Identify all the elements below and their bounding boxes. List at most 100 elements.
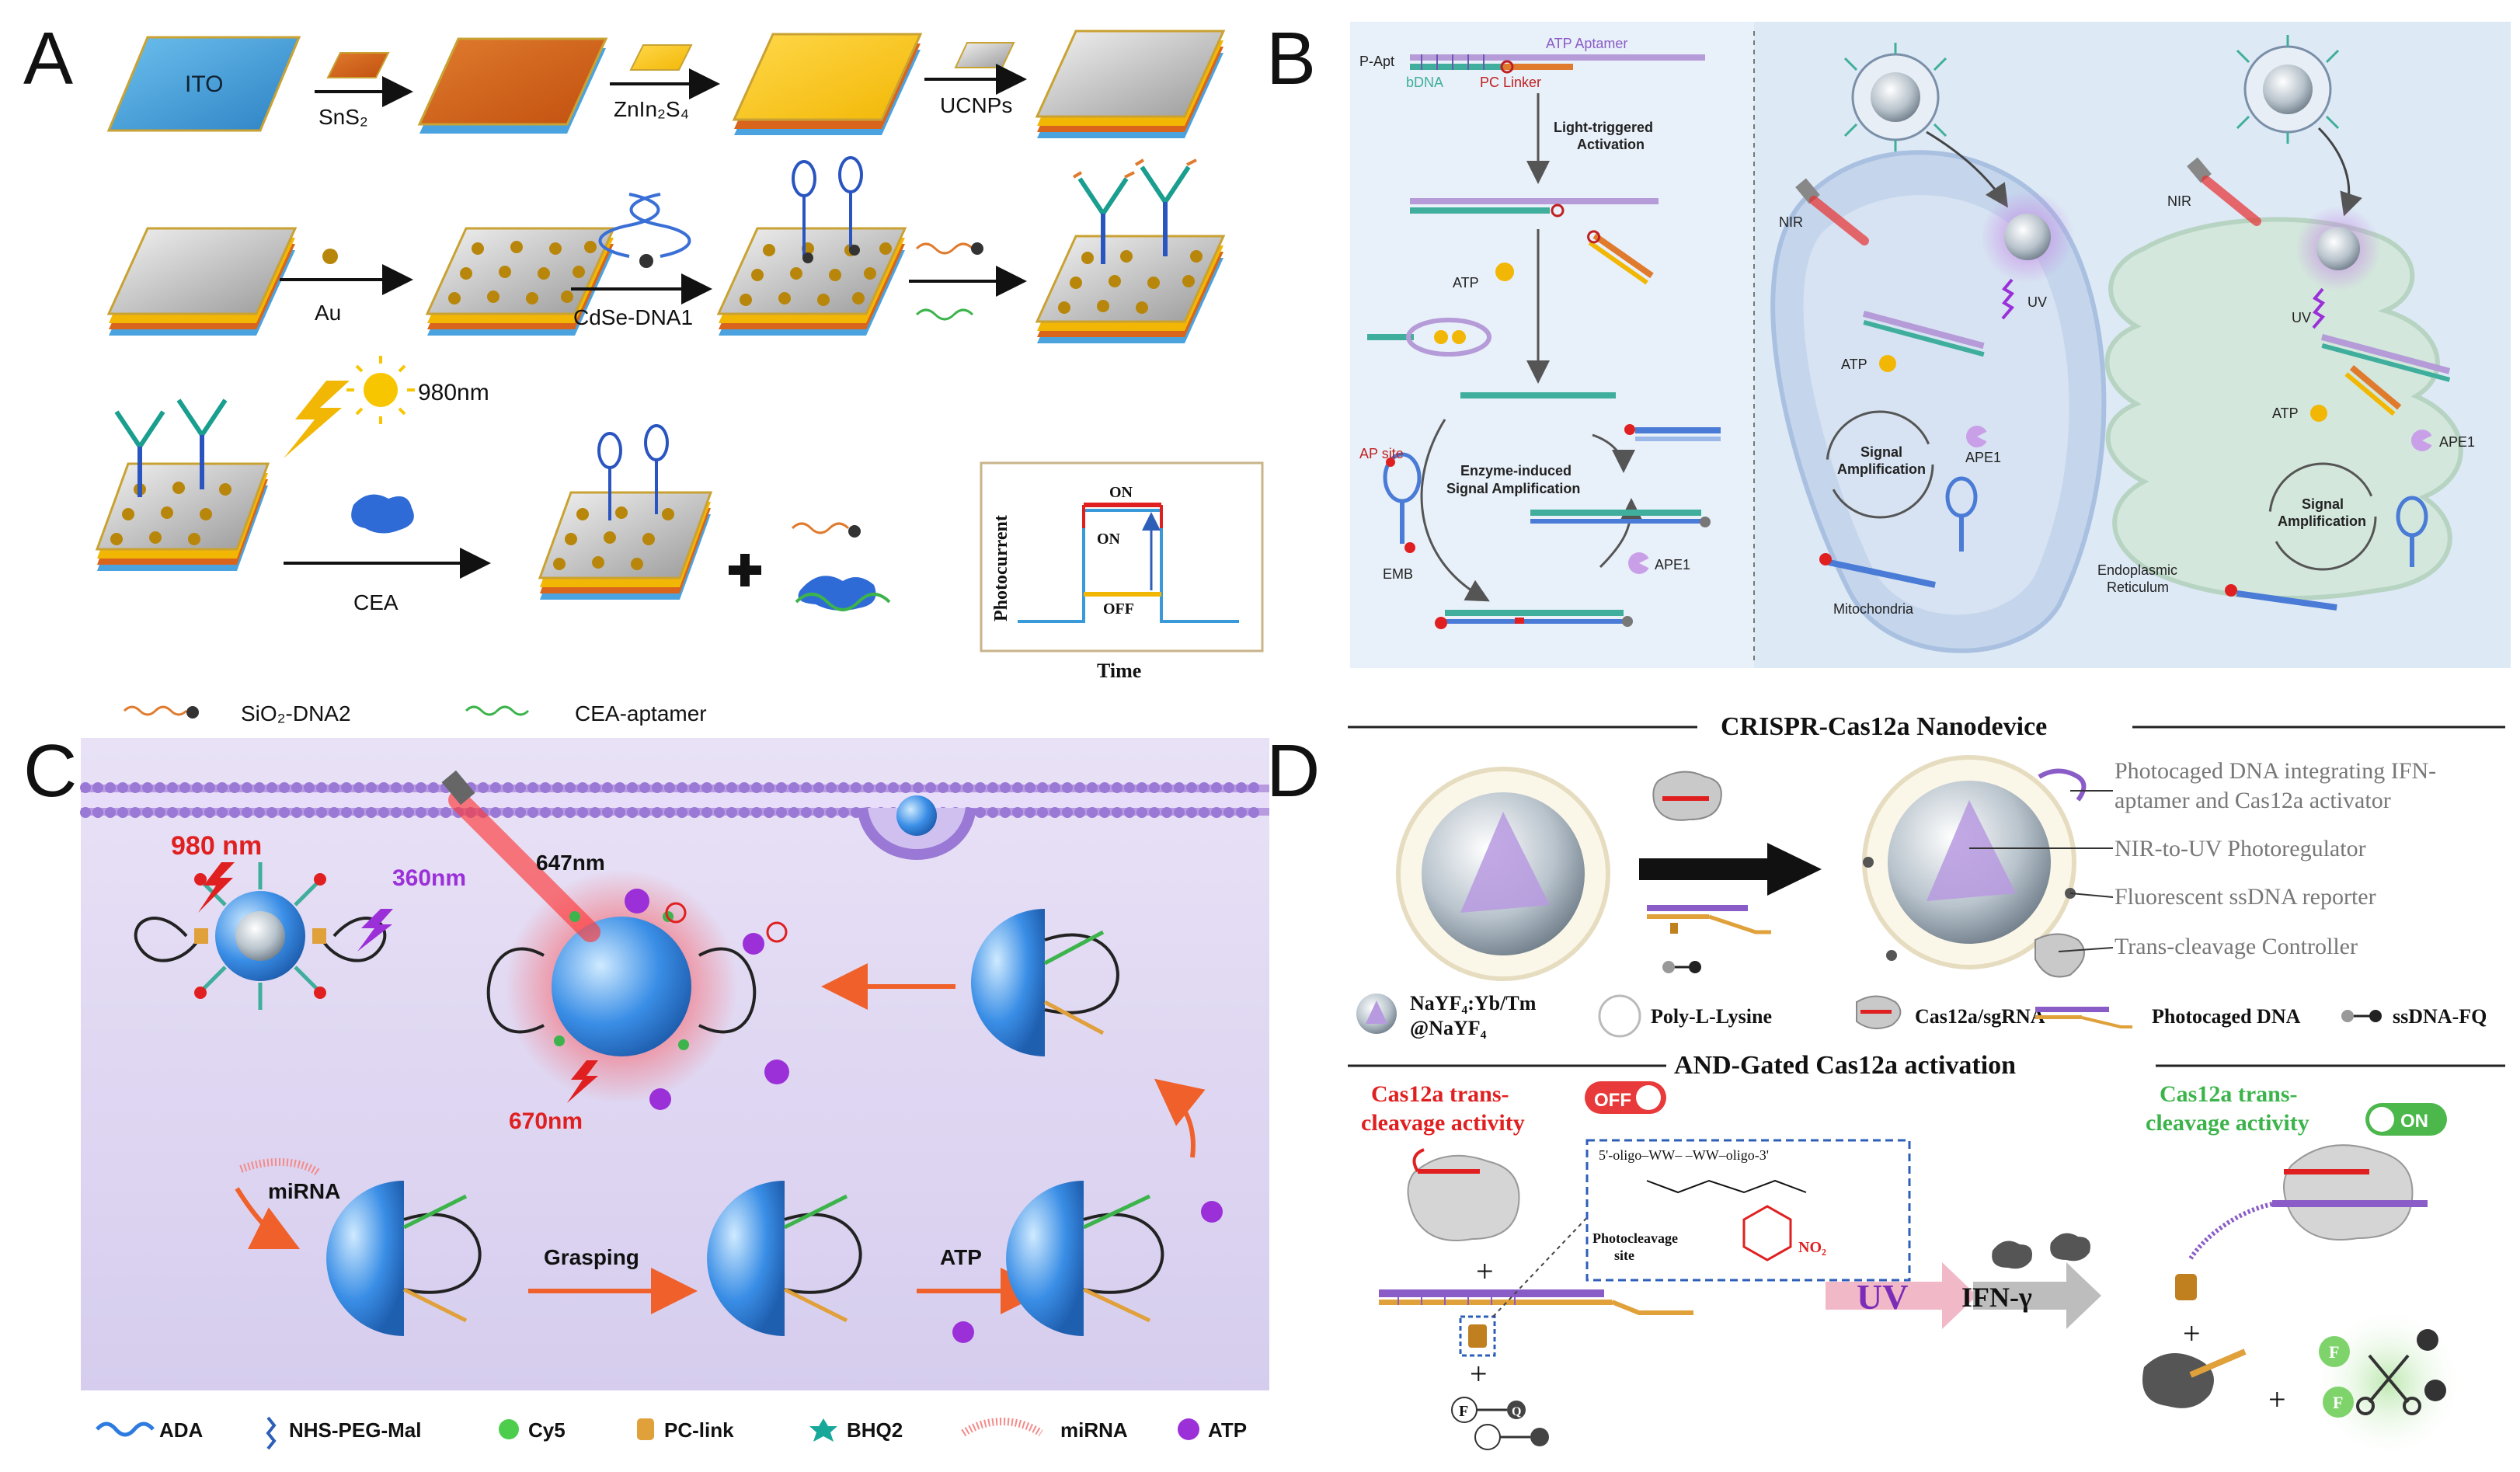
membrane-bead xyxy=(80,807,91,818)
membrane-bead xyxy=(179,782,190,793)
membrane-bead xyxy=(838,782,849,793)
degraded-complex xyxy=(2142,1348,2247,1408)
cas12a-protein-off xyxy=(1407,1148,1520,1241)
ape1-label-b: APE1 xyxy=(1965,450,2001,465)
membrane-bead xyxy=(266,807,277,818)
membrane-bead xyxy=(266,782,277,793)
on-toggle[interactable]: ON xyxy=(2365,1103,2447,1136)
membrane-bead xyxy=(813,782,824,793)
endocytosis-pit xyxy=(857,795,976,860)
cas12a-protein-on xyxy=(2188,1144,2428,1260)
membrane-bead xyxy=(1223,782,1234,793)
title-and-gated: AND-Gated Cas12a activation xyxy=(1674,1051,2016,1080)
membrane-bead xyxy=(1248,782,1259,793)
membrane-bead xyxy=(577,782,588,793)
membrane-bead xyxy=(155,807,165,818)
membrane-bead xyxy=(913,782,924,793)
ucnp-core-right xyxy=(1862,755,2087,978)
membrane-bead xyxy=(478,782,489,793)
nir-label-2: NIR xyxy=(2167,193,2191,209)
panel-c-letter: C xyxy=(23,729,77,813)
panel-d: D CRISPR-Cas12a Nanodevice xyxy=(1266,712,2505,1460)
membrane-bead xyxy=(975,782,986,793)
released-dna2-cea xyxy=(791,522,891,611)
membrane-bead xyxy=(1037,782,1048,793)
membrane-bead xyxy=(167,782,178,793)
membrane-bead xyxy=(776,782,787,793)
membrane-bead xyxy=(329,782,339,793)
membrane-bead xyxy=(565,782,576,793)
slide-released xyxy=(538,424,713,600)
membrane-bead xyxy=(1087,782,1098,793)
atp-ball-2 xyxy=(1879,355,1896,372)
callout-photocaged-2: aptamer and Cas12a activator xyxy=(2115,788,2391,813)
cell-membrane xyxy=(80,782,1269,818)
membrane-bead xyxy=(701,782,712,793)
laser-980-bolt-icon xyxy=(198,862,235,913)
membrane-bead xyxy=(751,782,762,793)
panel-c: C 980 nm xyxy=(23,729,1269,1450)
membrane-bead xyxy=(826,782,837,793)
uv-label-2: UV xyxy=(2292,310,2311,325)
fq-q-label: Q xyxy=(1512,1405,1521,1418)
callout-reporter: Fluorescent ssDNA reporter xyxy=(2115,884,2376,910)
membrane-bead xyxy=(552,782,563,793)
slide-light xyxy=(95,398,270,571)
nanocarrier-2b xyxy=(2295,206,2381,291)
membrane-bead xyxy=(279,782,290,793)
callout-photocaged-1: Photocaged DNA integrating IFN- xyxy=(2115,758,2436,784)
znin2s4-flake xyxy=(629,44,693,71)
membrane-bead xyxy=(316,807,327,818)
membrane-bead xyxy=(204,807,215,818)
cea-blob xyxy=(351,494,414,534)
membrane-bead xyxy=(1099,807,1110,818)
membrane-bead xyxy=(602,807,613,818)
chem-top-label: 5'-oligo–WW– –WW–oligo-3' xyxy=(1599,1147,1769,1163)
membrane-bead xyxy=(229,807,240,818)
membrane-bead xyxy=(254,807,265,818)
bdna-label: bDNA xyxy=(1406,75,1443,90)
chem-site-1: Photocleavage xyxy=(1592,1230,1678,1246)
atp-ball-1 xyxy=(1495,263,1514,281)
membrane-bead xyxy=(1186,782,1197,793)
panel-b: B P-Apt ATP Aptamer bDNA PC Linker Light… xyxy=(1266,17,2511,668)
membrane-bead xyxy=(1149,807,1160,818)
signal-cycle-2 xyxy=(2268,462,2377,571)
laser-360-bolt-icon xyxy=(357,909,393,952)
ito-label: ITO xyxy=(185,71,223,97)
membrane-bead xyxy=(291,782,302,793)
membrane-bead xyxy=(1000,782,1011,793)
membrane-bead xyxy=(938,782,948,793)
signal-label-2a: Signal xyxy=(2302,496,2344,512)
sns2-label: SnS₂ xyxy=(318,105,368,129)
photocaged-dna-off xyxy=(1379,1289,1693,1357)
atp-label-2: ATP xyxy=(1841,357,1867,372)
membrane-bead xyxy=(590,807,600,818)
uv-arrow: UV xyxy=(1826,1262,1977,1329)
duplex-er xyxy=(2320,333,2451,416)
plus-d1: + xyxy=(1476,1254,1494,1289)
nanoprobe-activated xyxy=(441,770,757,1103)
membrane-bead xyxy=(1199,807,1210,818)
zoom-line xyxy=(1492,1211,1593,1317)
nir-laser-2 xyxy=(2187,157,2261,226)
signal-cycle-1 xyxy=(1826,410,1934,519)
au-label: Au xyxy=(315,301,341,325)
membrane-bead xyxy=(155,782,165,793)
uv-squiggle-2 xyxy=(2312,287,2326,329)
plus-d3: + xyxy=(2183,1316,2201,1351)
nanoprobe-initial xyxy=(134,862,387,1010)
hemisphere-2 xyxy=(707,1181,862,1336)
atp-label-3: ATP xyxy=(2272,405,2299,421)
off-toggle-label: OFF xyxy=(1594,1090,1631,1111)
membrane-bead xyxy=(1136,782,1147,793)
graph-on-label: ON xyxy=(1109,484,1133,501)
off-toggle[interactable]: OFF xyxy=(1585,1081,1666,1114)
membrane-bead xyxy=(1236,807,1247,818)
legend-peg-label: NHS-PEG-Mal xyxy=(289,1418,421,1442)
membrane-bead xyxy=(167,807,178,818)
membrane-bead xyxy=(826,807,837,818)
membrane-bead xyxy=(714,782,725,793)
hemisphere-3 xyxy=(1006,1181,1223,1336)
